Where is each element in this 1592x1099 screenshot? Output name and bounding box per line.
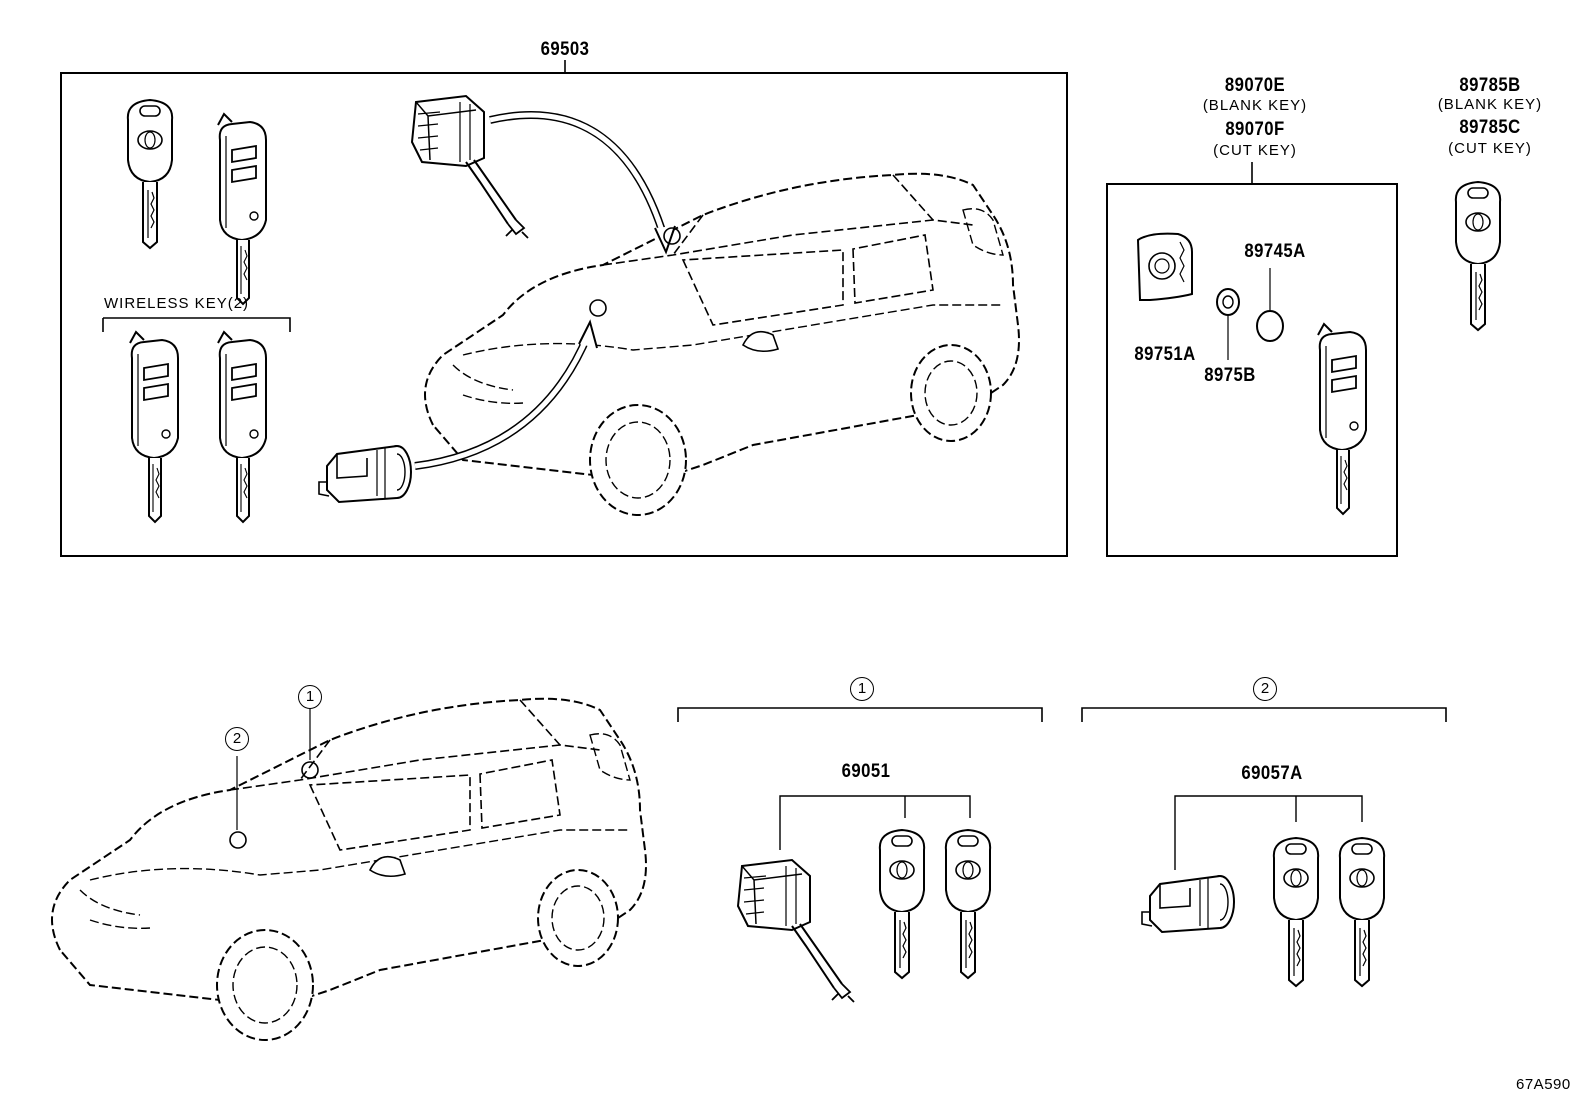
- flip-key-1: [217, 113, 267, 305]
- key-69057a-a: [1272, 837, 1320, 987]
- key-standard-1: [126, 99, 174, 249]
- label-69051: 69051: [841, 761, 891, 782]
- arrow-to-door: [578, 319, 598, 349]
- key-69051-b: [944, 829, 992, 979]
- vehicle-illustration-bottom: [51, 697, 647, 1041]
- key-69057a-b: [1338, 837, 1386, 987]
- label-69503: 69503: [540, 39, 590, 60]
- label-8975b: 8975B: [1204, 365, 1256, 386]
- label-89751a: 89751A: [1134, 344, 1196, 365]
- group-69051-leader: [779, 795, 971, 850]
- group-1-bracket: [677, 707, 1043, 722]
- drawing-reference: 67A590: [1516, 1076, 1571, 1093]
- label-wireless-key: WIRELESS KEY(2): [104, 295, 250, 312]
- assembly-69503-box: [60, 60, 1068, 557]
- group-69057a-leader: [1174, 795, 1363, 870]
- label-89785b: 89785B: [1459, 75, 1521, 96]
- callout-1: 1: [298, 685, 322, 709]
- group-2-marker: 2: [1253, 677, 1277, 701]
- key-69051-a: [878, 829, 926, 979]
- door-lock-cylinder: [318, 445, 412, 503]
- key-89070-box: [1106, 162, 1398, 557]
- label-69057a: 69057A: [1241, 763, 1303, 784]
- label-89785c: 89785C: [1459, 117, 1521, 138]
- key-cover-89751a: [1136, 232, 1193, 301]
- label-89070f-note: (CUT KEY): [1213, 142, 1297, 159]
- wireless-key-bracket: [102, 317, 291, 332]
- label-89785c-note: (CUT KEY): [1448, 140, 1532, 157]
- label-89070e: 89070E: [1224, 75, 1286, 96]
- callout-2: 2: [225, 727, 249, 751]
- group-2-bracket: [1081, 707, 1447, 722]
- wireless-key-1: [129, 331, 179, 523]
- ignition-cylinder-69051: [737, 859, 855, 1003]
- label-89785b-note: (BLANK KEY): [1437, 96, 1543, 113]
- o-ring-8975b: [1216, 288, 1240, 316]
- door-cylinder-69057a: [1141, 875, 1235, 933]
- vehicle-illustration-top: [424, 172, 1020, 516]
- key-89785: [1454, 181, 1502, 331]
- label-89745a: 89745A: [1244, 241, 1306, 262]
- label-89070e-note: (BLANK KEY): [1202, 97, 1308, 114]
- label-89070f: 89070F: [1225, 119, 1285, 140]
- flip-key-89070: [1317, 323, 1367, 515]
- battery-89745a: [1256, 310, 1284, 342]
- wireless-key-2: [217, 331, 267, 523]
- group-1-marker: 1: [850, 677, 874, 701]
